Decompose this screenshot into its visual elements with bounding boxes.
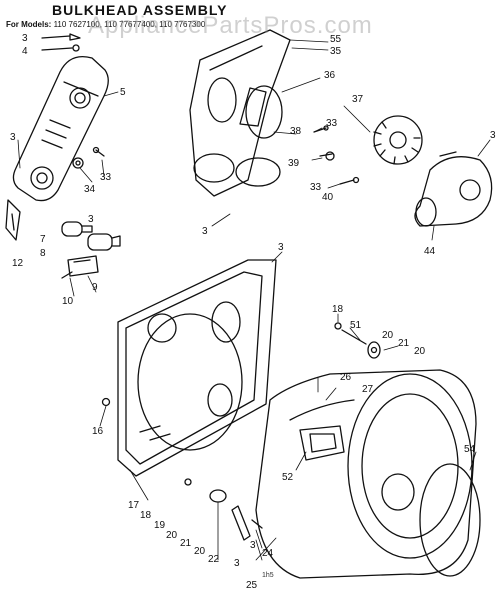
callout-22: 22 — [208, 554, 220, 565]
callout-labels: 3 4 55 35 5 36 37 3 33 38 3 34 33 39 33 … — [10, 33, 496, 591]
callout-19: 19 — [154, 520, 166, 531]
callout-9: 9 — [92, 282, 98, 293]
models-list: 110 7627100, 110 77677400, 110 7767300 — [53, 20, 206, 29]
part-10-screw — [61, 271, 73, 279]
callout-3-switch: 3 — [88, 214, 94, 225]
callout-34: 34 — [84, 184, 96, 195]
callout-33-mid: 33 — [310, 182, 322, 193]
callout-27: 27 — [362, 384, 374, 395]
callout-21-b: 21 — [180, 538, 192, 549]
part-44-blower-housing — [414, 156, 493, 227]
callout-12: 12 — [12, 258, 24, 269]
part-20-21-22-idler — [184, 478, 263, 541]
part-34-grommet — [72, 157, 84, 169]
callout-37: 37 — [352, 94, 364, 105]
diagram-code: 1h5 — [262, 572, 274, 579]
part-3-4-screws-top — [41, 33, 81, 52]
callout-38: 38 — [290, 126, 302, 137]
callout-20-b: 20 — [414, 346, 426, 357]
callout-54: 54 — [464, 444, 476, 455]
models-prefix: For Models: — [6, 20, 52, 29]
callout-39: 39 — [288, 158, 300, 169]
callout-21-a: 21 — [398, 338, 410, 349]
callout-36: 36 — [324, 70, 336, 81]
callout-18-top: 18 — [332, 304, 344, 315]
part-51-20-21-roller — [341, 329, 381, 359]
callout-3-panel: 3 — [278, 242, 284, 253]
callout-4: 4 — [22, 46, 28, 57]
callout-5: 5 — [120, 87, 126, 98]
callout-24: 24 — [262, 548, 274, 559]
part-7-lamp — [61, 221, 93, 237]
part-12-bracket — [5, 199, 21, 241]
page-title: BULKHEAD ASSEMBLY — [52, 2, 228, 18]
callout-3-drum: 3 — [250, 540, 256, 551]
callout-20-a: 20 — [382, 330, 394, 341]
part-33-screw-left — [92, 146, 105, 157]
part-8-door-switch — [87, 233, 121, 251]
part-36-top-duct — [189, 29, 291, 197]
callout-51: 51 — [350, 320, 362, 331]
callout-40: 40 — [322, 192, 334, 203]
part-54-drum-seal — [419, 463, 481, 577]
callout-44: 44 — [424, 246, 436, 257]
part-37-blower-wheel — [373, 115, 423, 165]
callout-7: 7 — [40, 234, 46, 245]
callout-33-left: 33 — [100, 172, 112, 183]
callout-3-left: 3 — [10, 132, 16, 143]
part-38-seal — [245, 85, 283, 139]
callout-35: 35 — [330, 46, 342, 57]
callout-10: 10 — [62, 296, 74, 307]
callout-3: 3 — [22, 33, 28, 44]
callout-17: 17 — [128, 500, 140, 511]
callout-3-mid: 3 — [202, 226, 208, 237]
callout-20-c: 20 — [166, 530, 178, 541]
part-seal-lower — [235, 157, 281, 187]
part-18-screw-top — [334, 322, 342, 330]
part-9-switch-bracket — [67, 255, 99, 277]
models-line: For Models: 110 7627100, 110 77677400, 1… — [6, 20, 205, 29]
part-5-housing — [12, 55, 109, 202]
bulkhead-main-panel — [117, 259, 277, 477]
part-16-screw — [101, 397, 111, 407]
callout-55: 55 — [330, 34, 342, 45]
leader-lines — [17, 39, 491, 561]
callout-3-bottom: 3 — [234, 558, 240, 569]
callout-3-right: 3 — [490, 130, 496, 141]
callout-8: 8 — [40, 248, 46, 259]
watermark: AppliancePartsPros.com — [88, 12, 373, 39]
callout-33-top: 33 — [326, 118, 338, 129]
part-33-39-40-screws — [313, 125, 457, 185]
callout-52: 52 — [282, 472, 294, 483]
callout-26: 26 — [340, 372, 352, 383]
callout-20-d: 20 — [194, 546, 206, 557]
callout-25: 25 — [246, 580, 258, 591]
callout-18-bottom: 18 — [140, 510, 152, 521]
callout-16: 16 — [92, 426, 104, 437]
